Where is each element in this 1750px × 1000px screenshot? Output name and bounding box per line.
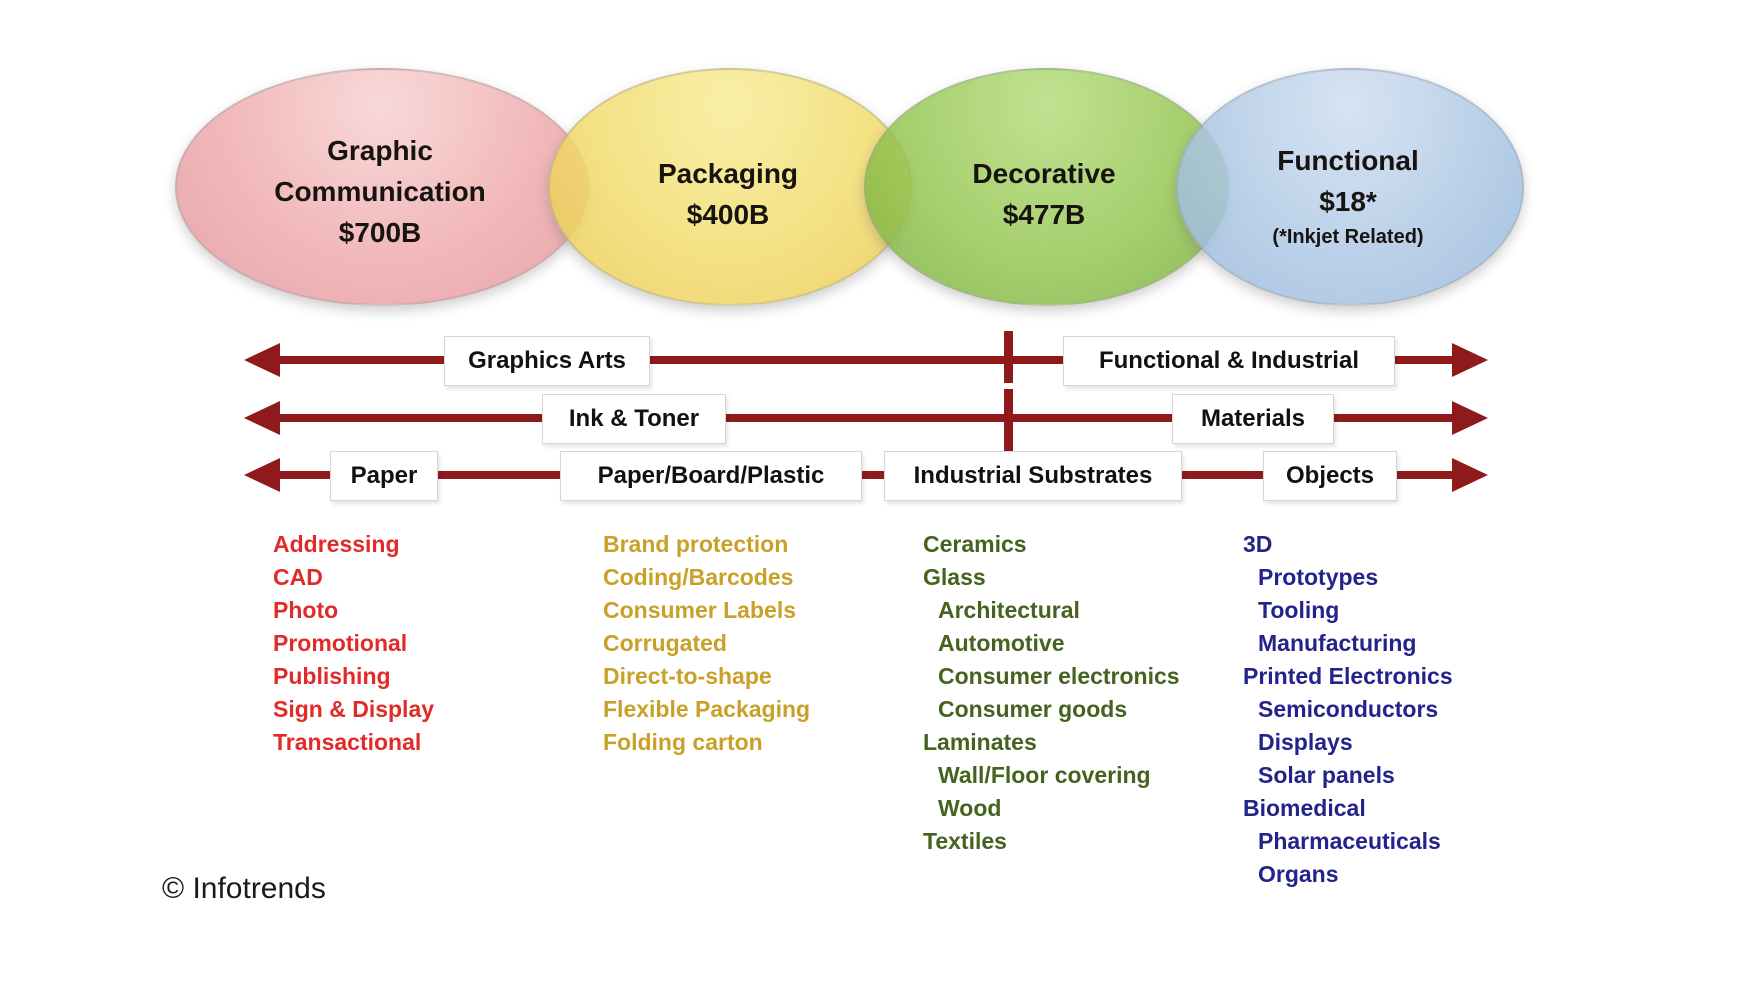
arrowhead-left-icon bbox=[244, 458, 280, 492]
arrowhead-right-icon bbox=[1452, 343, 1488, 377]
list-item: Brand protection bbox=[603, 531, 789, 557]
segment-value: $400B bbox=[686, 199, 770, 230]
list-item: Folding carton bbox=[603, 729, 763, 755]
list-item: Architectural bbox=[938, 597, 1080, 623]
band-line-2 bbox=[274, 414, 1454, 422]
list-item: Consumer Labels bbox=[603, 597, 796, 623]
venn-ellipse-functional bbox=[1176, 68, 1524, 306]
segment-title: Functional bbox=[1277, 145, 1419, 176]
list-item: Displays bbox=[1258, 729, 1353, 755]
list-item: Wood bbox=[938, 795, 1002, 821]
list-item: Textiles bbox=[923, 828, 1007, 854]
band-label-text: Ink & Toner bbox=[568, 405, 700, 432]
list-item: Semiconductors bbox=[1258, 696, 1439, 722]
band-line-1 bbox=[274, 356, 1454, 364]
band-label-materials: Materials bbox=[1172, 394, 1334, 444]
band-label-text: Industrial Substrates bbox=[913, 462, 1153, 489]
arrowhead-right-icon bbox=[1452, 401, 1488, 435]
list-item: Organs bbox=[1258, 861, 1339, 887]
column-packaging-applications: Brand protection Coding/Barcodes Consume… bbox=[603, 528, 810, 759]
band-label-ink-toner: Ink & Toner bbox=[542, 394, 726, 444]
segment-value: $18* bbox=[1319, 186, 1377, 217]
column-functional-applications: 3D Prototypes Tooling Manufacturing Prin… bbox=[1243, 528, 1453, 891]
band-label-text: Paper/Board/Plastic bbox=[597, 462, 825, 489]
list-item: Publishing bbox=[273, 663, 391, 689]
list-item: Biomedical bbox=[1243, 795, 1366, 821]
band-label-paper-board-plastic: Paper/Board/Plastic bbox=[560, 451, 862, 501]
list-item: Printed Electronics bbox=[1243, 663, 1453, 689]
divider-bar-lower bbox=[1004, 389, 1013, 473]
venn-label-packaging: Packaging $400B bbox=[578, 153, 878, 235]
list-item: Laminates bbox=[923, 729, 1037, 755]
band-label-objects: Objects bbox=[1263, 451, 1397, 501]
list-item: Coding/Barcodes bbox=[603, 564, 794, 590]
list-item: Tooling bbox=[1258, 597, 1340, 623]
band-label-industrial-substrates: Industrial Substrates bbox=[884, 451, 1182, 501]
list-item: 3D bbox=[1243, 531, 1273, 557]
list-item: Glass bbox=[923, 564, 986, 590]
venn-ellipse-packaging bbox=[548, 68, 912, 306]
list-item: Ceramics bbox=[923, 531, 1027, 557]
copyright-credit: © Infotrends bbox=[162, 872, 326, 905]
list-item: Pharmaceuticals bbox=[1258, 828, 1441, 854]
segment-title: Packaging bbox=[657, 158, 799, 189]
divider-bar-upper bbox=[1004, 331, 1013, 383]
list-item: Manufacturing bbox=[1258, 630, 1417, 656]
segment-note: (*Inkjet Related) bbox=[1272, 226, 1424, 248]
list-item: Addressing bbox=[273, 531, 400, 557]
list-item: Corrugated bbox=[603, 630, 727, 656]
list-item: Flexible Packaging bbox=[603, 696, 811, 722]
band-label-text: Objects bbox=[1285, 462, 1375, 489]
arrowhead-right-icon bbox=[1452, 458, 1488, 492]
band-label-text: Paper bbox=[350, 462, 418, 489]
segment-title: Decorative bbox=[972, 158, 1116, 189]
list-item: Photo bbox=[273, 597, 339, 623]
venn-ellipse-decorative bbox=[864, 68, 1229, 306]
list-item: Wall/Floor covering bbox=[938, 762, 1151, 788]
venn-label-functional: Functional $18* (*Inkjet Related) bbox=[1198, 140, 1498, 252]
band-line-3 bbox=[274, 471, 1454, 479]
segment-value: $700B bbox=[338, 217, 422, 248]
column-graphic-communication-applications: Addressing CAD Photo Promotional Publish… bbox=[273, 528, 434, 759]
venn-label-decorative: Decorative $477B bbox=[894, 153, 1194, 235]
list-item: Consumer goods bbox=[938, 696, 1128, 722]
list-item: Solar panels bbox=[1258, 762, 1395, 788]
arrowhead-left-icon bbox=[244, 401, 280, 435]
list-item: Consumer electronics bbox=[938, 663, 1180, 689]
segment-value: $477B bbox=[1002, 199, 1086, 230]
band-label-text: Functional & Industrial bbox=[1098, 347, 1359, 374]
band-label-text: Graphics Arts bbox=[468, 347, 626, 374]
band-label-functional-industrial: Functional & Industrial bbox=[1063, 336, 1395, 386]
band-label-paper: Paper bbox=[330, 451, 438, 501]
band-label-graphics-arts: Graphics Arts bbox=[444, 336, 650, 386]
segment-title: Graphic Communication bbox=[274, 135, 486, 207]
venn-ellipse-graphic-communication bbox=[175, 68, 589, 306]
list-item: Promotional bbox=[273, 630, 408, 656]
list-item: Sign & Display bbox=[273, 696, 435, 722]
list-item: CAD bbox=[273, 564, 323, 590]
band-label-text: Materials bbox=[1200, 405, 1306, 432]
column-decorative-applications: Ceramics Glass Architectural Automotive … bbox=[923, 528, 1180, 858]
list-item: Automotive bbox=[938, 630, 1065, 656]
venn-label-graphic-communication: Graphic Communication $700B bbox=[230, 130, 530, 253]
arrowhead-left-icon bbox=[244, 343, 280, 377]
list-item: Prototypes bbox=[1258, 564, 1379, 590]
list-item: Direct-to-shape bbox=[603, 663, 772, 689]
list-item: Transactional bbox=[273, 729, 422, 755]
